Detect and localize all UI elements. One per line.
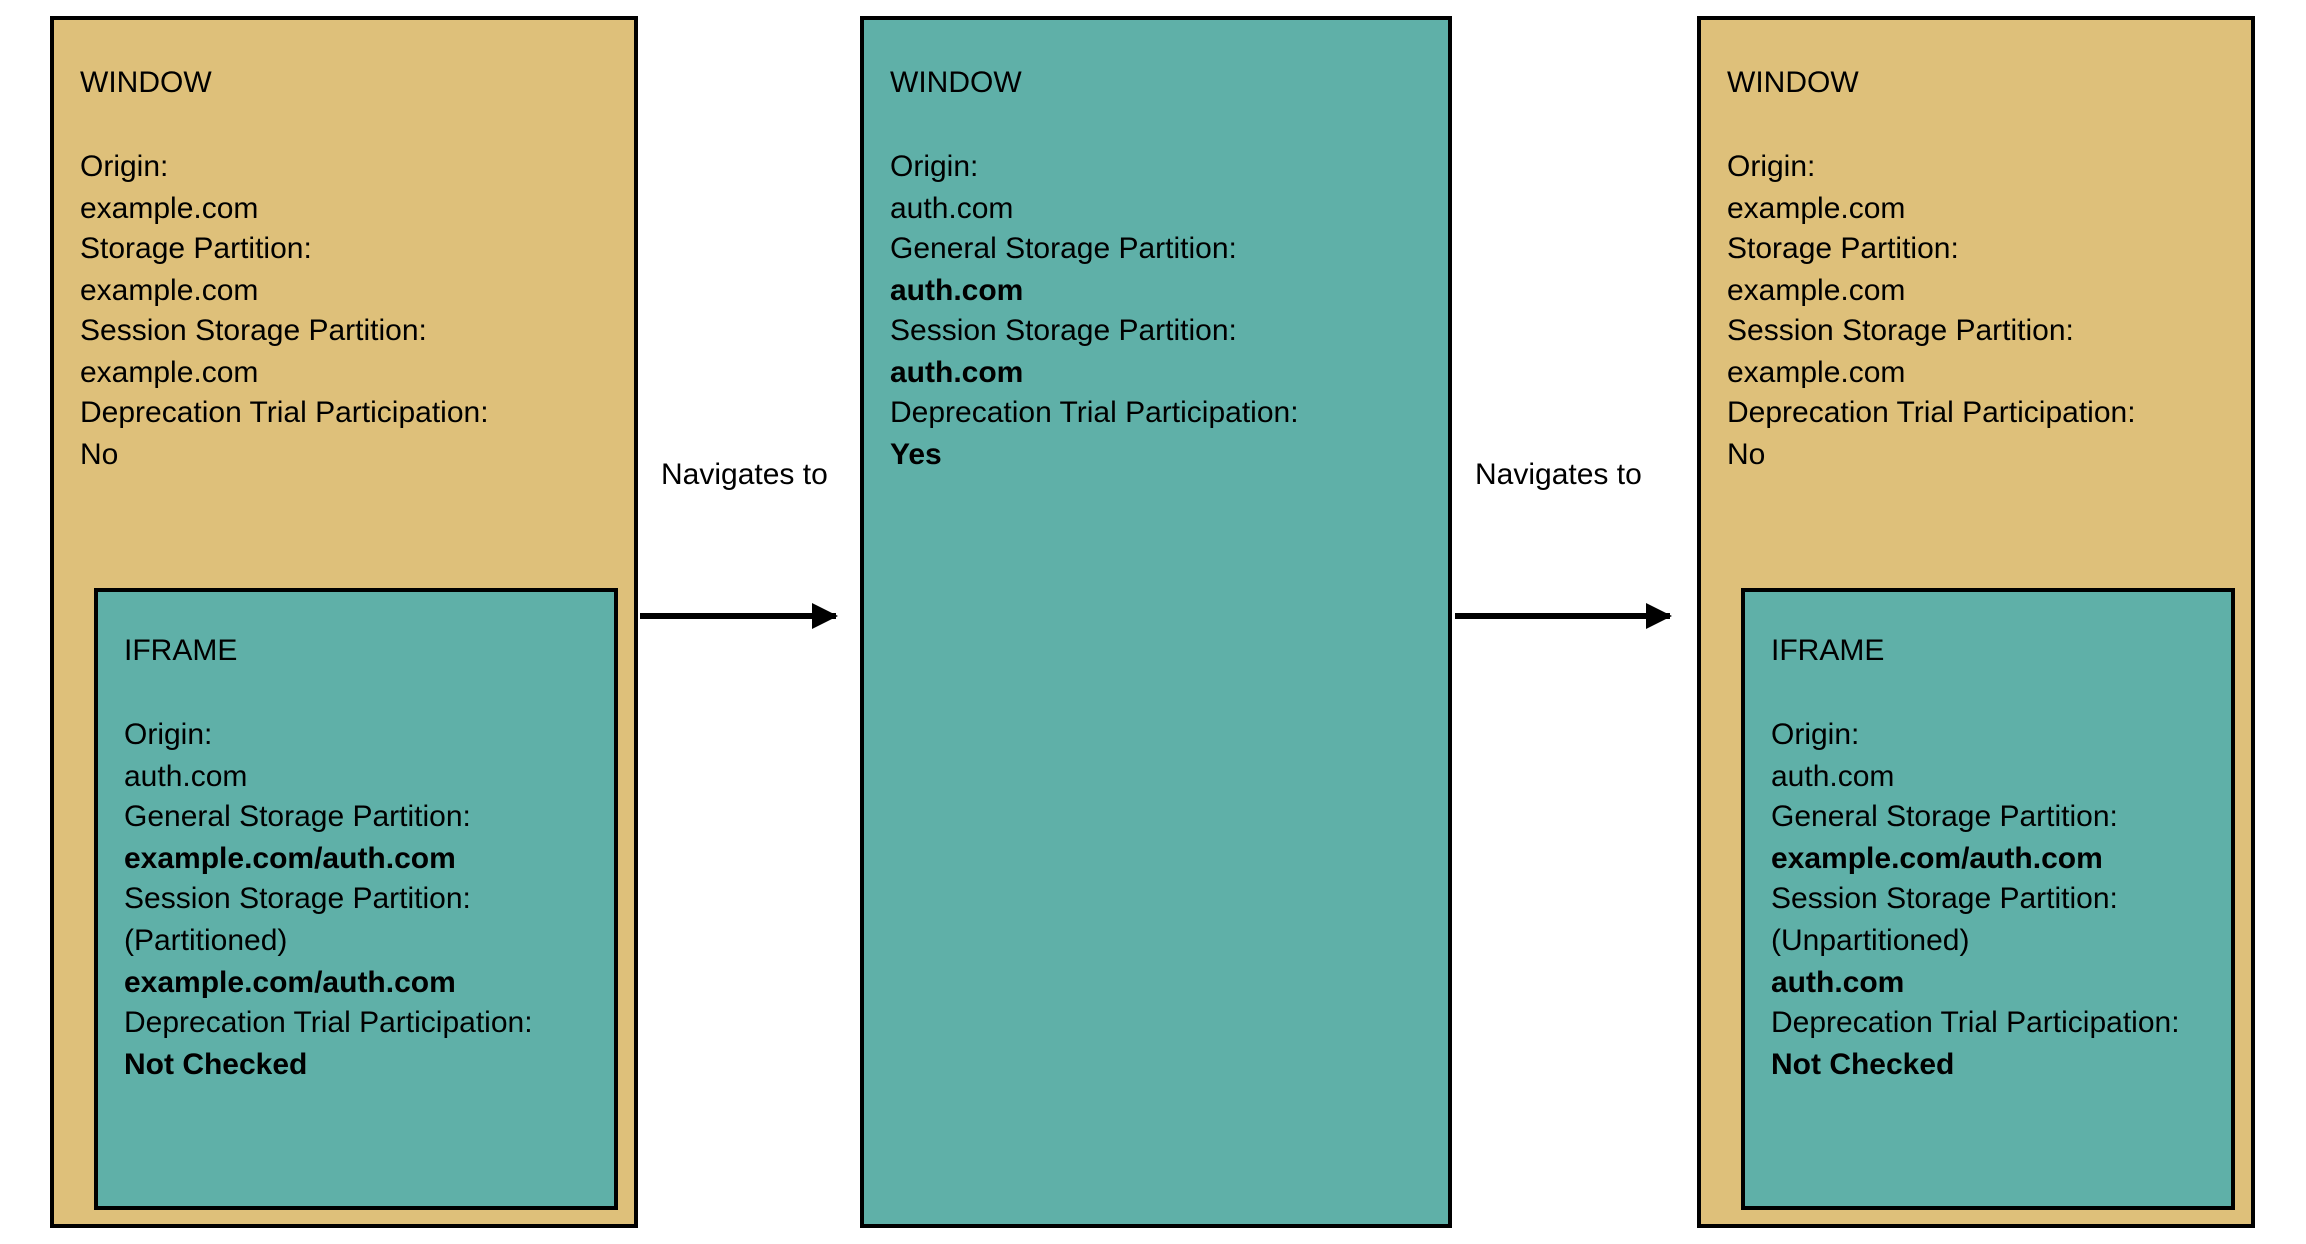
field-value: Not Checked	[1771, 1048, 1955, 1081]
field-label: Origin:	[1727, 150, 1816, 183]
iframe-field-deprecation-trial-1: Deprecation Trial Participation: Not Che…	[124, 1002, 533, 1086]
window-field-general-storage-partition-2: General Storage Partition: auth.com	[890, 228, 1237, 312]
field-value: auth.com	[890, 274, 1024, 307]
iframe-field-session-storage-partition-3: Session Storage Partition: (Unpartitione…	[1771, 878, 2118, 1004]
iframe-title-3: IFRAME	[1771, 634, 1885, 667]
window-field-session-storage-partition-3: Session Storage Partition: example.com	[1727, 310, 2074, 394]
field-label: Origin:	[80, 150, 169, 183]
field-value: No	[80, 438, 119, 471]
iframe-box-1: IFRAME Origin: auth.com General Storage …	[94, 588, 618, 1210]
field-value: example.com/auth.com	[124, 966, 456, 999]
arrow-label-navigates-to-2: Navigates to	[1475, 458, 1642, 491]
window-field-origin-3: Origin: example.com	[1727, 146, 1905, 230]
window-field-origin-2: Origin: auth.com	[890, 146, 1013, 230]
field-label: Deprecation Trial Participation:	[80, 396, 489, 429]
window-field-deprecation-trial-1: Deprecation Trial Participation: No	[80, 392, 489, 476]
iframe-title-1: IFRAME	[124, 634, 238, 667]
field-label: Session Storage Partition:	[80, 314, 427, 347]
field-label: General Storage Partition:	[124, 800, 471, 833]
field-label: Session Storage Partition:	[1727, 314, 2074, 347]
field-value: example.com	[80, 274, 259, 307]
field-label: Storage Partition:	[1727, 232, 1959, 265]
iframe-field-general-storage-partition-3: General Storage Partition: example.com/a…	[1771, 796, 2118, 880]
window-field-session-storage-partition-1: Session Storage Partition: example.com	[80, 310, 427, 394]
field-label: Session Storage Partition:	[890, 314, 1237, 347]
field-value: Not Checked	[124, 1048, 308, 1081]
iframe-field-deprecation-trial-3: Deprecation Trial Participation: Not Che…	[1771, 1002, 2180, 1086]
field-value: auth.com	[890, 356, 1024, 389]
field-value: example.com/auth.com	[124, 842, 456, 875]
field-label: Deprecation Trial Participation:	[890, 396, 1299, 429]
iframe-field-session-storage-partition-1: Session Storage Partition: (Partitioned)…	[124, 878, 471, 1004]
field-label: General Storage Partition:	[1771, 800, 2118, 833]
field-label: Deprecation Trial Participation:	[124, 1006, 533, 1039]
field-value: auth.com	[890, 192, 1014, 225]
field-value: auth.com	[1771, 760, 1895, 793]
arrow-label-navigates-to-1: Navigates to	[661, 458, 828, 491]
window-field-deprecation-trial-2: Deprecation Trial Participation: Yes	[890, 392, 1299, 476]
window-field-storage-partition-3: Storage Partition: example.com	[1727, 228, 1959, 312]
field-sublabel: (Unpartitioned)	[1771, 924, 1970, 957]
field-value: auth.com	[1771, 966, 1905, 999]
iframe-field-origin-1: Origin: auth.com	[124, 714, 247, 798]
iframe-field-general-storage-partition-1: General Storage Partition: example.com/a…	[124, 796, 471, 880]
field-value: example.com	[1727, 356, 1906, 389]
window-field-origin-1: Origin: example.com	[80, 146, 258, 230]
field-label: Session Storage Partition:	[1771, 882, 2118, 915]
window-panel-2: WINDOW Origin: auth.com General Storage …	[860, 16, 1452, 1228]
iframe-box-3: IFRAME Origin: auth.com General Storage …	[1741, 588, 2235, 1210]
field-label: Origin:	[1771, 718, 1860, 751]
field-value: example.com	[1727, 274, 1906, 307]
field-label: Storage Partition:	[80, 232, 312, 265]
window-title-3: WINDOW	[1727, 66, 1859, 99]
window-title-1: WINDOW	[80, 66, 212, 99]
field-value: example.com	[80, 356, 259, 389]
window-panel-1: WINDOW Origin: example.com Storage Parti…	[50, 16, 638, 1228]
field-label: Origin:	[890, 150, 979, 183]
field-label: Deprecation Trial Participation:	[1771, 1006, 2180, 1039]
iframe-field-origin-3: Origin: auth.com	[1771, 714, 1894, 798]
field-value: No	[1727, 438, 1766, 471]
field-value: example.com	[80, 192, 259, 225]
window-title-2: WINDOW	[890, 66, 1022, 99]
field-label: Session Storage Partition:	[124, 882, 471, 915]
field-sublabel: (Partitioned)	[124, 924, 288, 957]
field-value: example.com	[1727, 192, 1906, 225]
field-label: Origin:	[124, 718, 213, 751]
field-value: Yes	[890, 438, 942, 471]
window-field-storage-partition-1: Storage Partition: example.com	[80, 228, 312, 312]
window-field-session-storage-partition-2: Session Storage Partition: auth.com	[890, 310, 1237, 394]
field-label: General Storage Partition:	[890, 232, 1237, 265]
arrow-icon-2	[1455, 613, 1670, 619]
field-label: Deprecation Trial Participation:	[1727, 396, 2136, 429]
window-panel-3: WINDOW Origin: example.com Storage Parti…	[1697, 16, 2255, 1228]
field-value: example.com/auth.com	[1771, 842, 2103, 875]
field-value: auth.com	[124, 760, 248, 793]
arrow-icon-1	[640, 613, 836, 619]
window-field-deprecation-trial-3: Deprecation Trial Participation: No	[1727, 392, 2136, 476]
